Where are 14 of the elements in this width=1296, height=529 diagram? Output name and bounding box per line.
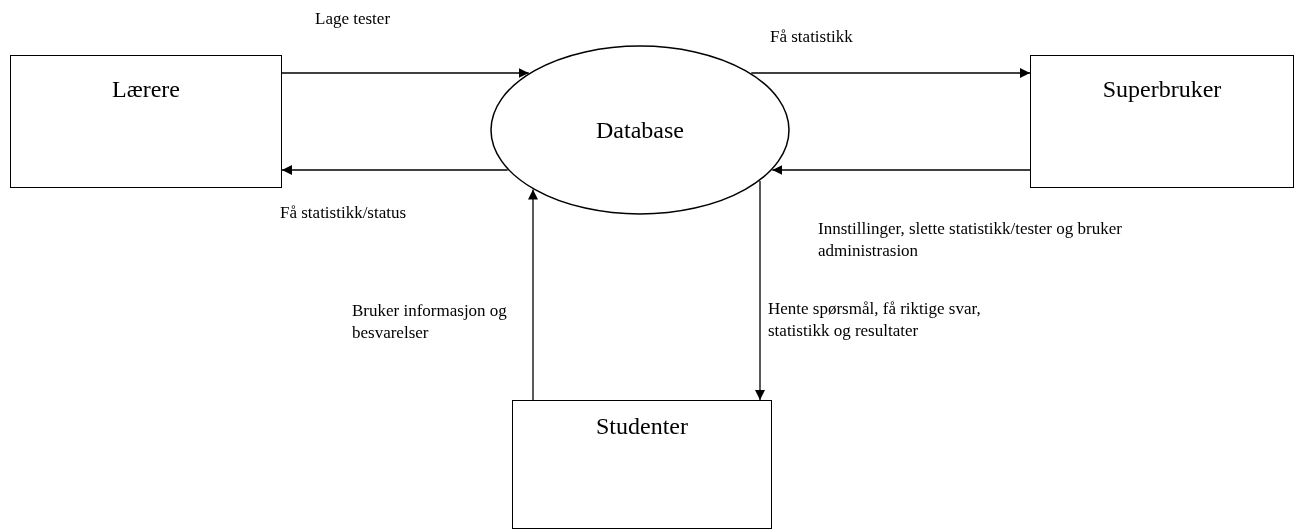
node-label: Database bbox=[596, 116, 684, 144]
node-label: Lærere bbox=[112, 76, 180, 103]
arrow bbox=[281, 165, 509, 175]
node-label: Studenter bbox=[596, 413, 688, 440]
arrow bbox=[528, 188, 538, 401]
entity-box bbox=[10, 55, 282, 188]
arrow bbox=[771, 165, 1031, 175]
node-label: Superbruker bbox=[1102, 76, 1222, 103]
entity-box bbox=[1030, 55, 1294, 188]
arrow bbox=[750, 68, 1031, 78]
entity-box bbox=[512, 400, 772, 529]
arrow bbox=[281, 68, 530, 78]
database-ellipse bbox=[490, 45, 790, 215]
arrow bbox=[755, 180, 765, 401]
